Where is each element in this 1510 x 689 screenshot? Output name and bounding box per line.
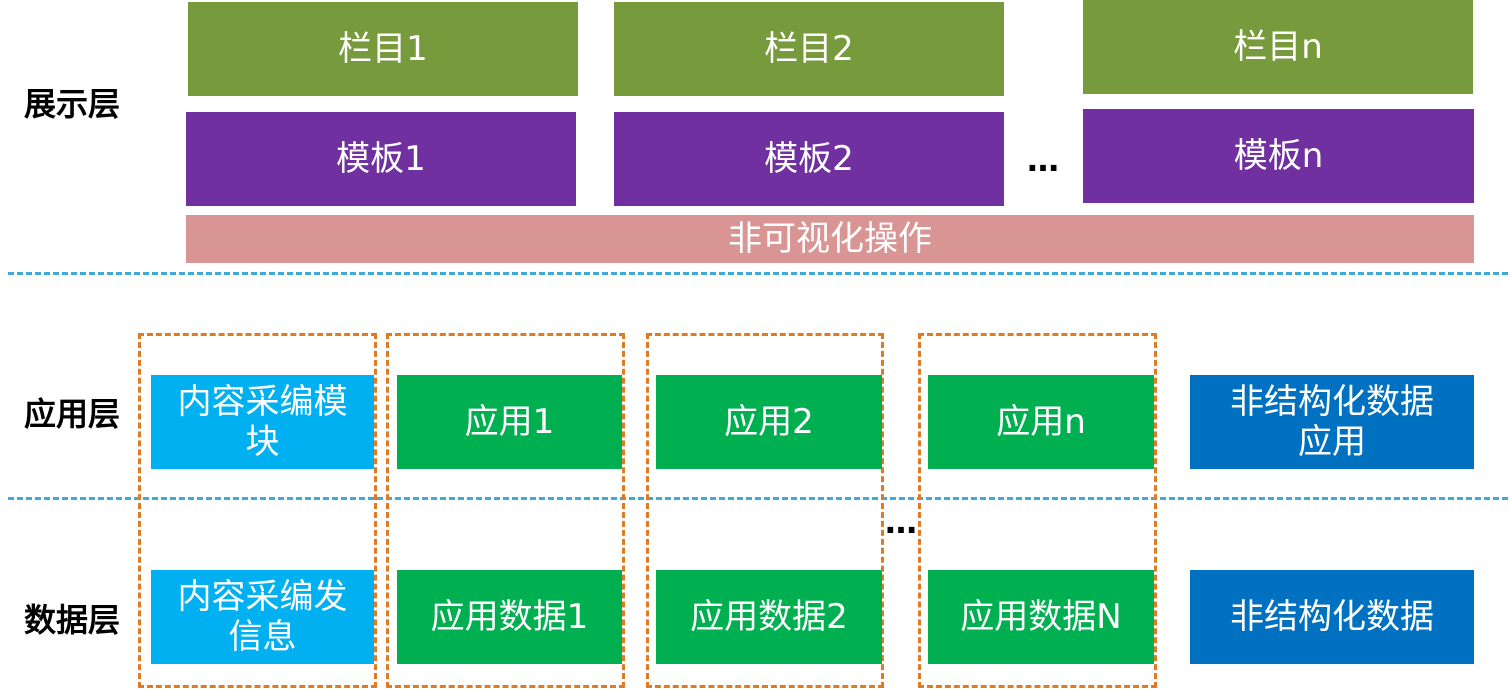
divider-application-data: [8, 497, 1508, 500]
column-box-n: 栏目n: [1083, 0, 1473, 94]
app1-group-outline: [386, 333, 625, 688]
presentation-ellipsis: …: [1027, 141, 1060, 179]
app-box-2: 应用2: [656, 375, 882, 469]
data-layer-label: 数据层: [24, 601, 121, 639]
data-ellipsis: …: [885, 503, 918, 541]
app-data-box-1: 应用数据1: [397, 570, 622, 664]
template-box-n: 模板n: [1083, 109, 1474, 203]
content-group-outline: [138, 333, 377, 688]
non-visual-operations-bar: 非可视化操作: [186, 215, 1474, 263]
content-editing-module-box: 内容采编模 块: [151, 375, 374, 469]
appn-group-outline: [918, 333, 1157, 688]
unstructured-data-box: 非结构化数据: [1190, 570, 1474, 664]
application-layer-label: 应用层: [24, 395, 121, 433]
content-publish-info-box: 内容采编发 信息: [151, 570, 374, 664]
template-box-2: 模板2: [614, 112, 1004, 206]
template-box-1: 模板1: [186, 112, 576, 206]
presentation-layer-label: 展示层: [24, 85, 121, 123]
column-box-1: 栏目1: [188, 2, 578, 96]
unstructured-data-app-box: 非结构化数据 应用: [1190, 375, 1474, 469]
app-data-box-n: 应用数据N: [928, 570, 1154, 664]
app-box-1: 应用1: [397, 375, 622, 469]
app2-group-outline: [646, 333, 884, 688]
app-box-n: 应用n: [928, 375, 1154, 469]
column-box-2: 栏目2: [614, 2, 1004, 96]
divider-presentation-application: [8, 272, 1508, 275]
app-data-box-2: 应用数据2: [656, 570, 882, 664]
